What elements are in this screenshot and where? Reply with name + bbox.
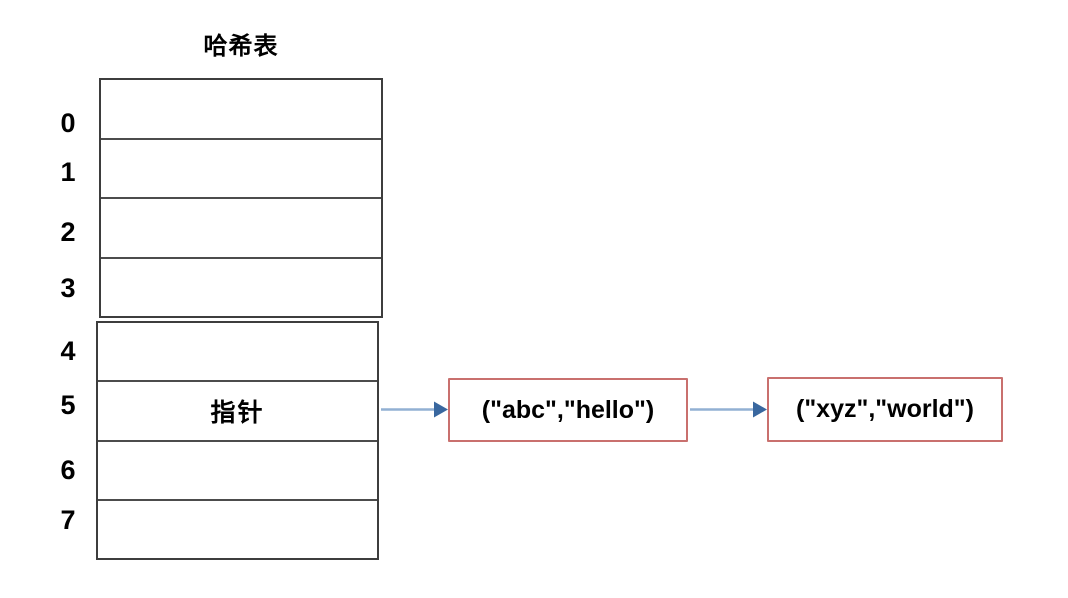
arrow-node1-to-node2: [690, 401, 767, 418]
row-index-label: 5: [60, 390, 76, 420]
page-title: 哈希表: [203, 33, 279, 60]
row-index-label: 3: [60, 273, 76, 303]
row-index-label: 1: [60, 157, 76, 187]
bucket-row: [101, 80, 381, 140]
bucket-row: [101, 199, 381, 259]
row-index-label: 2: [60, 217, 76, 247]
arrow-table-to-node1: [381, 401, 448, 418]
bucket-row: [98, 442, 377, 501]
row-index-label: 6: [60, 455, 76, 485]
hash-table-lower: 指针: [96, 321, 379, 560]
node-text: ("xyz","world"): [796, 395, 974, 423]
linked-list-node: ("abc","hello"): [448, 378, 688, 442]
bucket-row: [101, 140, 381, 199]
linked-list-node: ("xyz","world"): [767, 377, 1003, 442]
row-index-label: 7: [60, 505, 76, 535]
bucket-row: 指针: [98, 382, 377, 442]
pointer-cell-text: 指针: [210, 398, 265, 427]
bucket-row: [98, 501, 377, 558]
bucket-row: [101, 259, 381, 317]
row-index-label: 0: [60, 108, 76, 138]
row-index-label: 4: [60, 336, 76, 366]
hash-table-upper: [99, 78, 383, 318]
bucket-row: [98, 323, 377, 383]
node-text: ("abc","hello"): [481, 395, 655, 424]
